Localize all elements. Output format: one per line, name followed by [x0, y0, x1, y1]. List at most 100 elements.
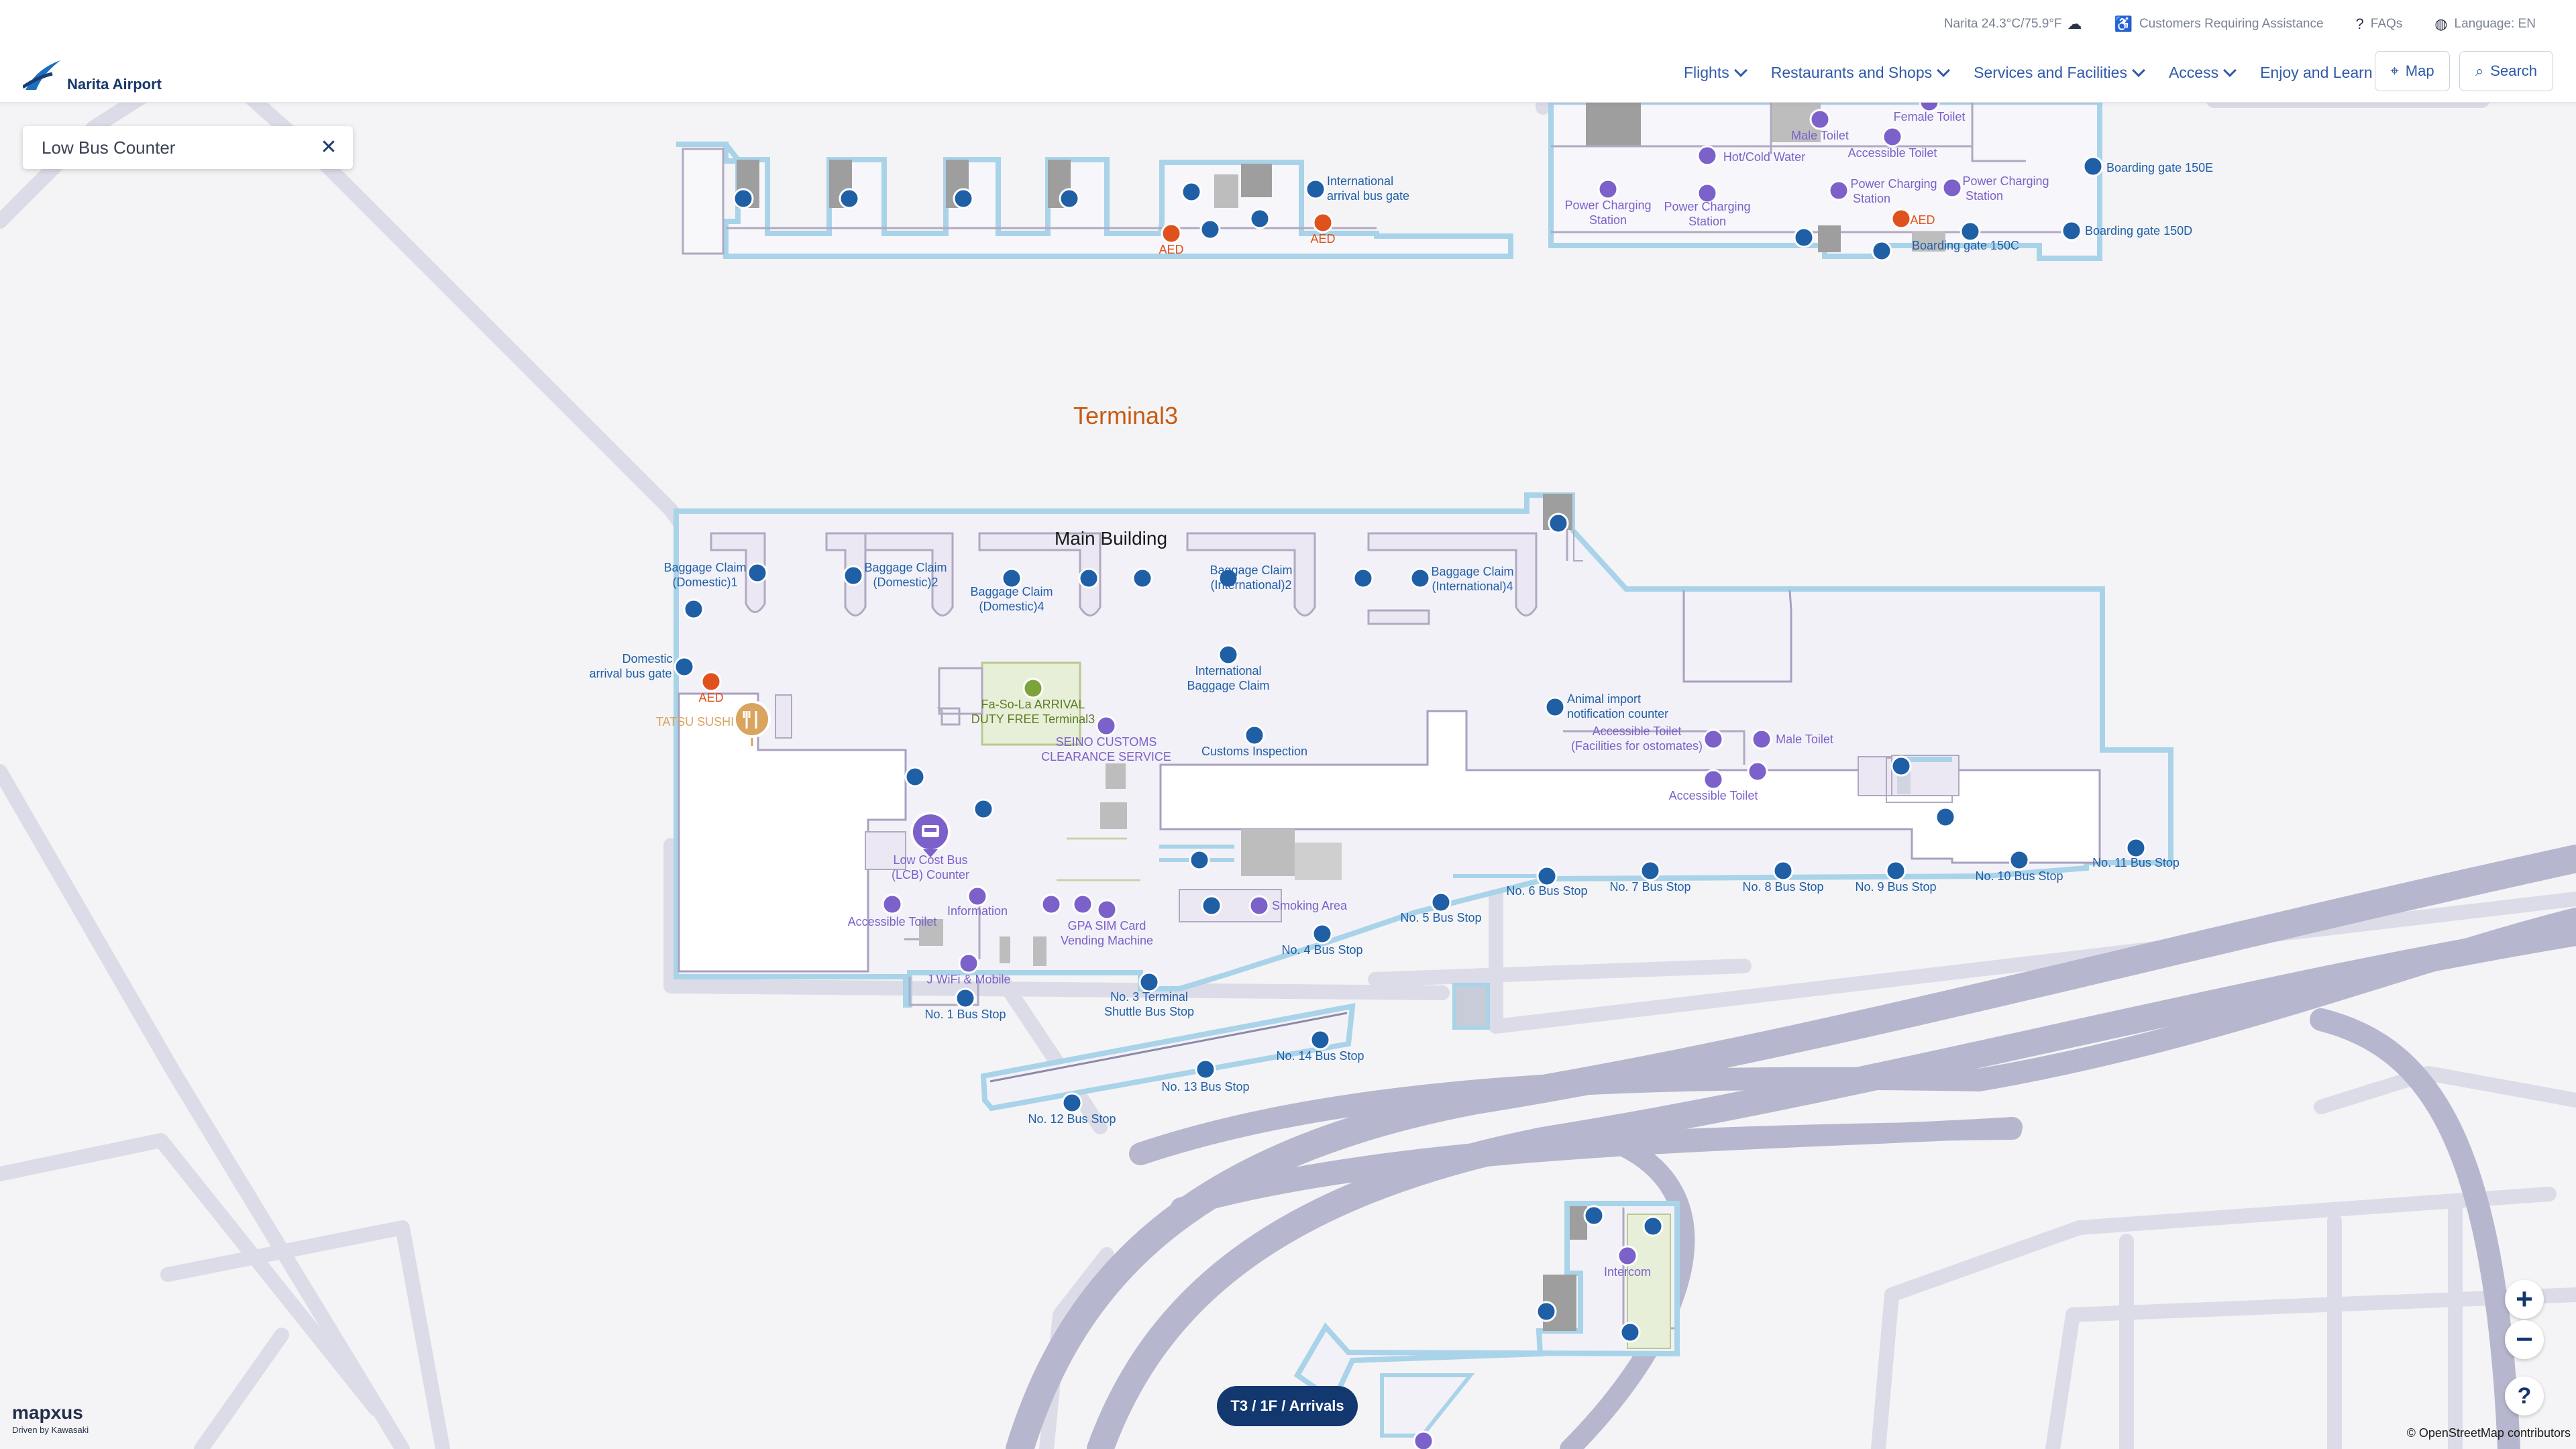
poi-door-icon — [1305, 178, 1326, 200]
chevron-down-icon — [1937, 64, 1951, 77]
wifi-icon — [958, 953, 979, 974]
label-baggage-intl-2: Baggage Claim(International)2 — [1210, 564, 1292, 592]
nav-restaurants-shops[interactable]: Restaurants and Shops — [1770, 63, 1951, 82]
label-baggage-intl-4: Baggage Claim(International)4 — [1431, 565, 1513, 593]
highway — [1006, 845, 2576, 1449]
faqs-link[interactable]: ? FAQs — [2356, 15, 2403, 33]
brand-name: Narita Airport — [67, 76, 162, 93]
poi-bus-icon — [1311, 923, 1333, 945]
information-icon — [967, 885, 988, 907]
poi-door-icon — [1218, 568, 1239, 589]
power-charging-icon — [1828, 180, 1849, 201]
map-button[interactable]: ⌖ Map — [2375, 51, 2450, 91]
assistance-label: Customers Requiring Assistance — [2139, 17, 2324, 31]
label-accessible-toilet-west: Accessible Toilet — [848, 915, 937, 928]
nav-services-label: Services and Facilities — [1974, 63, 2127, 81]
poi-stairs-icon — [1871, 240, 1892, 262]
assistance-link[interactable]: ♿ Customers Requiring Assistance — [2114, 15, 2324, 33]
nav-access-label: Access — [2168, 63, 2219, 81]
selected-poi-marker[interactable] — [910, 812, 951, 857]
label-baggage-dom-4: Baggage Claim(Domestic)4 — [970, 585, 1053, 613]
wheelchair-icon: ♿ — [2114, 15, 2133, 32]
zoom-in-button[interactable]: + — [2505, 1280, 2544, 1319]
terminal-title: Terminal3 — [1073, 402, 1178, 429]
search-button[interactable]: ⌕ Search — [2459, 51, 2553, 91]
poi-slash-icon — [1352, 568, 1374, 589]
poi-slash-icon — [1619, 1322, 1641, 1343]
label-customs: Customs Inspection — [1201, 745, 1307, 758]
narita-airport-logo[interactable]: Narita Airport — [23, 43, 162, 93]
mapxus-sub: Driven by Kawasaki — [12, 1425, 89, 1435]
search-icon: ⌕ — [2475, 62, 2484, 79]
poi-slash-icon — [1249, 208, 1271, 229]
poi-door-icon — [1218, 644, 1239, 665]
map-search-box: ✕ — [23, 126, 353, 169]
poi-door-icon — [1078, 568, 1099, 589]
seino-icon — [1095, 715, 1117, 737]
nav-access[interactable]: Access — [2168, 63, 2237, 82]
bus-platform — [980, 1003, 1356, 1112]
label-hot-cold-water: Hot/Cold Water — [1723, 150, 1805, 164]
airport-logo-icon — [23, 60, 60, 90]
poi-elevator-icon — [1199, 219, 1221, 240]
label-tatsu-sushi: TATSU SUSHI — [656, 715, 734, 729]
poi-stairs-icon — [683, 598, 704, 620]
utility-bar: Narita 24.3°C/75.9°F ☁ ♿ Customers Requi… — [1912, 11, 2536, 38]
osm-attribution[interactable]: © OpenStreetMap contributors — [2406, 1426, 2571, 1440]
help-button[interactable]: ? — [2505, 1377, 2544, 1415]
label-aed: AED — [1310, 232, 1335, 246]
poi-bus-icon — [955, 987, 976, 1009]
poi-bus-icon — [1309, 1029, 1331, 1051]
label-male-toilet: Male Toilet — [1791, 129, 1849, 142]
poi-elevator-icon — [904, 766, 926, 788]
mapxus-name: mapxus — [12, 1402, 83, 1423]
chevron-down-icon — [2132, 64, 2145, 77]
mapxus-logo[interactable]: mapxus Driven by Kawasaki — [12, 1402, 89, 1435]
gpa-sim-icon — [1072, 894, 1093, 915]
poi-slash-icon — [839, 188, 860, 209]
label-female-toilet: Female Toilet — [1894, 110, 1966, 123]
restaurant-icon — [733, 700, 771, 738]
label-information: Information — [947, 904, 1008, 918]
chevron-down-icon — [1733, 64, 1748, 77]
poi-elevator-icon — [1583, 1205, 1605, 1226]
nav-flights[interactable]: Flights — [1684, 63, 1748, 82]
nav-flights-label: Flights — [1684, 63, 1729, 81]
gpa-sim-icon — [1096, 899, 1118, 920]
close-icon[interactable]: ✕ — [320, 136, 337, 158]
poi-door-icon — [674, 656, 695, 678]
poi-stairs-icon — [973, 798, 994, 820]
map-search-input[interactable] — [40, 136, 311, 159]
nav-enjoy-learn[interactable]: Enjoy and Learn — [2260, 64, 2391, 82]
poi-door-icon — [747, 562, 768, 584]
label-bus-10: No. 10 Bus Stop — [1975, 869, 2063, 883]
power-charging-icon — [1697, 182, 1718, 204]
accessible-toilet-icon — [1703, 729, 1724, 750]
label-bus-5: No. 5 Bus Stop — [1400, 911, 1481, 924]
poi-elevator-icon — [1201, 895, 1222, 916]
zoom-out-button[interactable]: − — [2505, 1320, 2544, 1359]
floor-selector-button[interactable]: T3 / 1F / Arrivals — [1217, 1386, 1358, 1426]
poi-bus-icon — [1195, 1059, 1216, 1080]
poi-bus-icon — [2125, 837, 2147, 859]
intercom-icon — [1617, 1245, 1638, 1267]
nav-restaurants-label: Restaurants and Shops — [1770, 63, 1933, 81]
poi-icons[interactable] — [674, 91, 2147, 1449]
poi-elevator-icon — [1890, 755, 1912, 777]
poi-bus-icon — [1430, 892, 1452, 913]
label-j-wifi: J WiFi & Mobile — [926, 973, 1010, 986]
poi-door-icon — [1244, 724, 1265, 746]
poi-stairs-icon — [733, 188, 754, 209]
language-selector[interactable]: ◍ Language: EN — [2434, 15, 2536, 33]
label-aed: AED — [1910, 213, 1935, 227]
poi-door-icon — [1409, 568, 1431, 589]
search-button-label: Search — [2490, 62, 2538, 79]
label-aed: AED — [698, 691, 723, 704]
nav-services-facilities[interactable]: Services and Facilities — [1974, 63, 2145, 82]
map-button-label: Map — [2405, 62, 2434, 79]
